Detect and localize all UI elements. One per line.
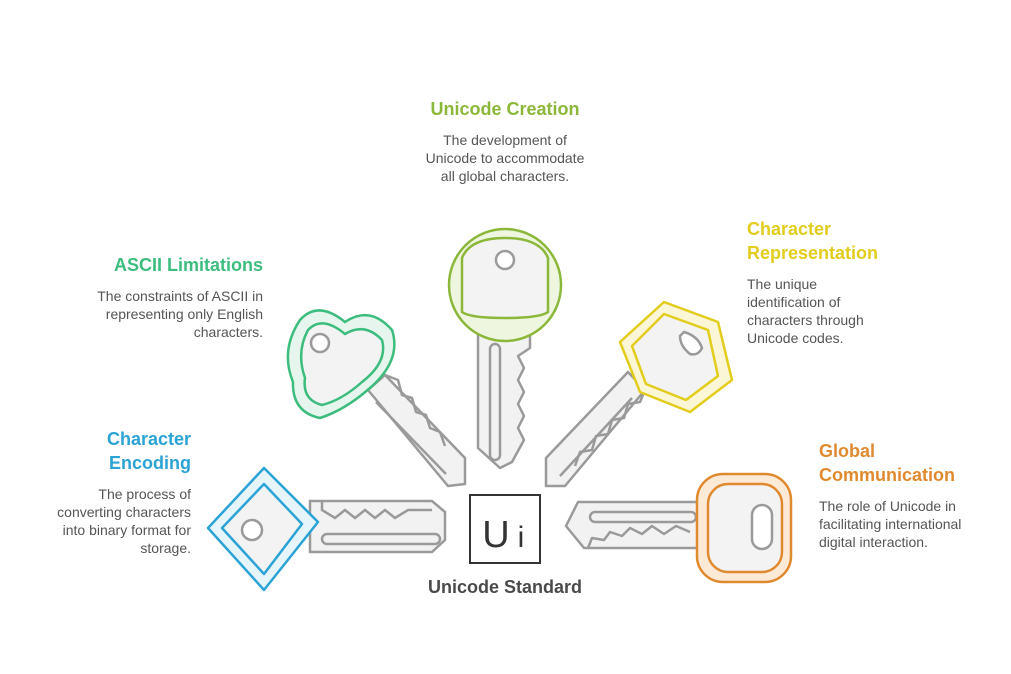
key-blade-ascii-limitations (366, 373, 467, 488)
key-unicode-creation (447, 227, 563, 470)
title-character-encoding: Character Encoding (106, 429, 191, 473)
logo-letter: U (482, 514, 509, 556)
key-character-representation (544, 300, 734, 488)
key-head-character-encoding (206, 466, 320, 592)
title-ascii-limitations: ASCII Limitations (113, 255, 263, 275)
label-ascii-limitations: ASCII Limitations The constraints of ASC… (93, 253, 263, 341)
key-blade-unicode-creation (476, 323, 532, 470)
key-head-global-communication (695, 472, 793, 584)
key-global-communication (564, 472, 793, 584)
title-character-representation: Character Representation (747, 219, 879, 263)
logo-letter-i: i (518, 521, 525, 554)
label-character-encoding: Character Encoding The process of conver… (40, 427, 191, 557)
desc-character-representation: The unique identification of characters … (747, 276, 864, 346)
key-blade-character-representation (544, 370, 647, 488)
key-head-ascii-limitations (286, 309, 396, 420)
label-character-representation: Character Representation The unique iden… (747, 217, 917, 347)
key-character-encoding (206, 466, 447, 592)
key-blade-character-encoding (308, 499, 447, 554)
title-global-communication: Global Communication (819, 441, 956, 485)
key-head-character-representation (618, 300, 734, 414)
desc-character-encoding: The process of converting characters int… (57, 486, 191, 556)
center-label: Unicode Standard (427, 577, 583, 597)
desc-global-communication: The role of Unicode in facilitating inte… (819, 498, 962, 550)
key-ascii-limitations (286, 309, 467, 488)
key-head-unicode-creation (447, 227, 563, 343)
title-unicode-creation: Unicode Creation (430, 99, 580, 119)
label-global-communication: Global Communication The role of Unicode… (819, 439, 999, 551)
key-blade-global-communication (564, 500, 702, 550)
label-unicode-creation: Unicode Creation The development of Unic… (405, 97, 605, 185)
desc-unicode-creation: The development of Unicode to accommodat… (425, 132, 585, 184)
unicode-logo: U i (469, 494, 541, 564)
desc-ascii-limitations: The constraints of ASCII in representing… (97, 288, 263, 340)
